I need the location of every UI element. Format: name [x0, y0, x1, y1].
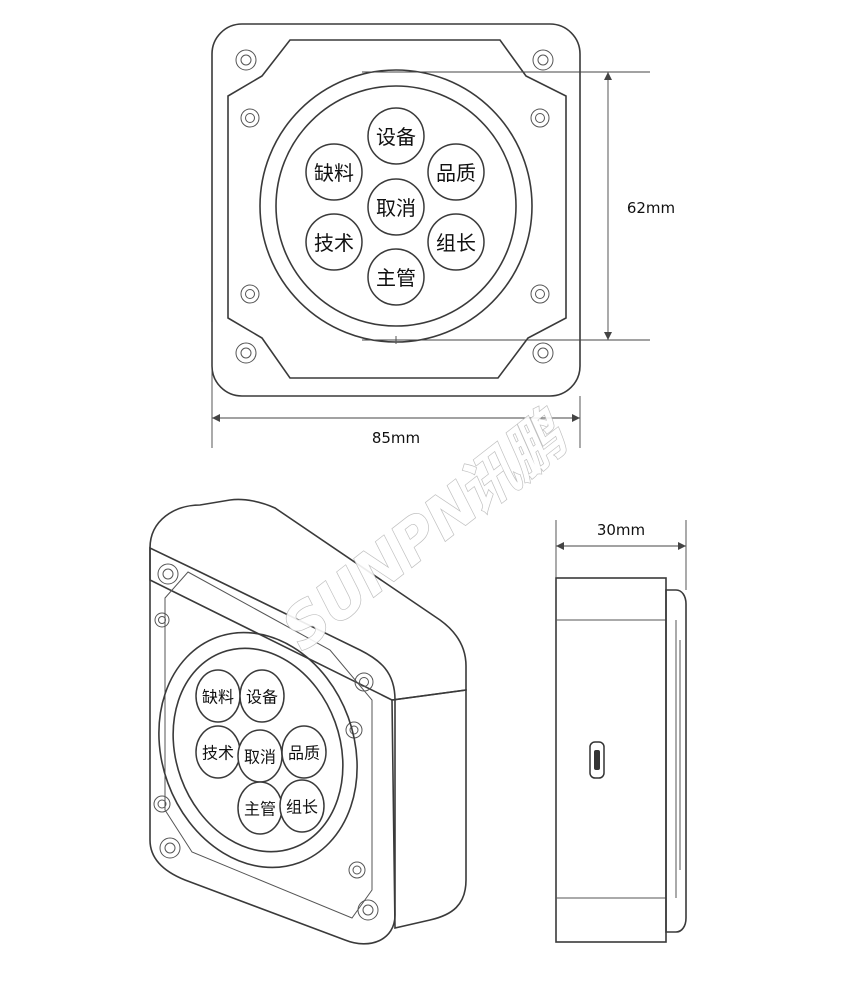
iso-button-b[interactable]: 设备: [239, 669, 285, 723]
iso-button-f[interactable]: 主管: [237, 781, 283, 835]
inner-frame: [227, 39, 567, 379]
isometric-view: 缺料 设备 技术 取消 品质 主管 组长: [149, 498, 467, 945]
iso-button-c[interactable]: 技术: [195, 725, 241, 779]
iso-button-e-label: 品质: [288, 744, 320, 763]
button-right-lower[interactable]: 组长: [427, 213, 485, 271]
iso-button-a[interactable]: 缺料: [195, 669, 241, 723]
side-view: 30mm: [555, 520, 687, 943]
outer-housing: [211, 23, 581, 397]
iso-button-d[interactable]: 取消: [237, 729, 283, 783]
iso-side-face: [391, 689, 467, 930]
iso-button-g-label: 组长: [286, 798, 318, 817]
iso-button-d-label: 取消: [244, 748, 276, 767]
depth-dimension: 30mm: [555, 520, 687, 590]
button-center[interactable]: 取消: [367, 178, 425, 236]
iso-button-c-label: 技术: [202, 744, 234, 763]
side-cap: [665, 589, 687, 933]
top-view: 设备 缺料 品质 取消 技术 组长 主管: [211, 23, 675, 448]
iso-front-face: [149, 546, 396, 945]
button-top[interactable]: 设备: [367, 107, 425, 165]
button-left-upper-label: 缺料: [314, 161, 354, 185]
iso-panel-ring-inner: [172, 647, 344, 853]
width-dimension: 85mm: [211, 322, 581, 448]
depth-label: 30mm: [597, 521, 645, 539]
iso-panel-ring-outer: [158, 631, 358, 869]
width-label: 85mm: [372, 429, 420, 447]
button-right-upper[interactable]: 品质: [427, 143, 485, 201]
button-left-upper[interactable]: 缺料: [305, 143, 363, 201]
height-dimension: 62mm: [362, 71, 675, 341]
corner-screws: [235, 49, 554, 364]
iso-top-face: [149, 498, 467, 701]
usb-port-icon: [589, 741, 605, 779]
iso-button-a-label: 缺料: [202, 688, 234, 707]
button-left-lower[interactable]: 技术: [305, 213, 363, 271]
button-bottom[interactable]: 主管: [367, 248, 425, 306]
iso-inner-frame: [164, 571, 373, 919]
panel-ring-inner: [275, 85, 517, 327]
iso-button-f-label: 主管: [244, 800, 276, 819]
iso-button-b-label: 设备: [246, 688, 278, 707]
button-left-lower-label: 技术: [314, 231, 354, 255]
watermark-latin: SUNPN: [269, 469, 491, 663]
button-center-label: 取消: [376, 196, 416, 220]
button-top-label: 设备: [376, 125, 416, 149]
iso-button-g[interactable]: 组长: [279, 779, 325, 833]
button-right-lower-label: 组长: [436, 231, 476, 255]
iso-screws: [153, 563, 379, 921]
side-body: [555, 577, 667, 943]
watermark: SUNPN 讯鹏: [269, 397, 584, 664]
iso-button-e[interactable]: 品质: [281, 725, 327, 779]
button-bottom-label: 主管: [376, 266, 416, 290]
button-right-upper-label: 品质: [436, 161, 476, 185]
height-label: 62mm: [627, 199, 675, 217]
